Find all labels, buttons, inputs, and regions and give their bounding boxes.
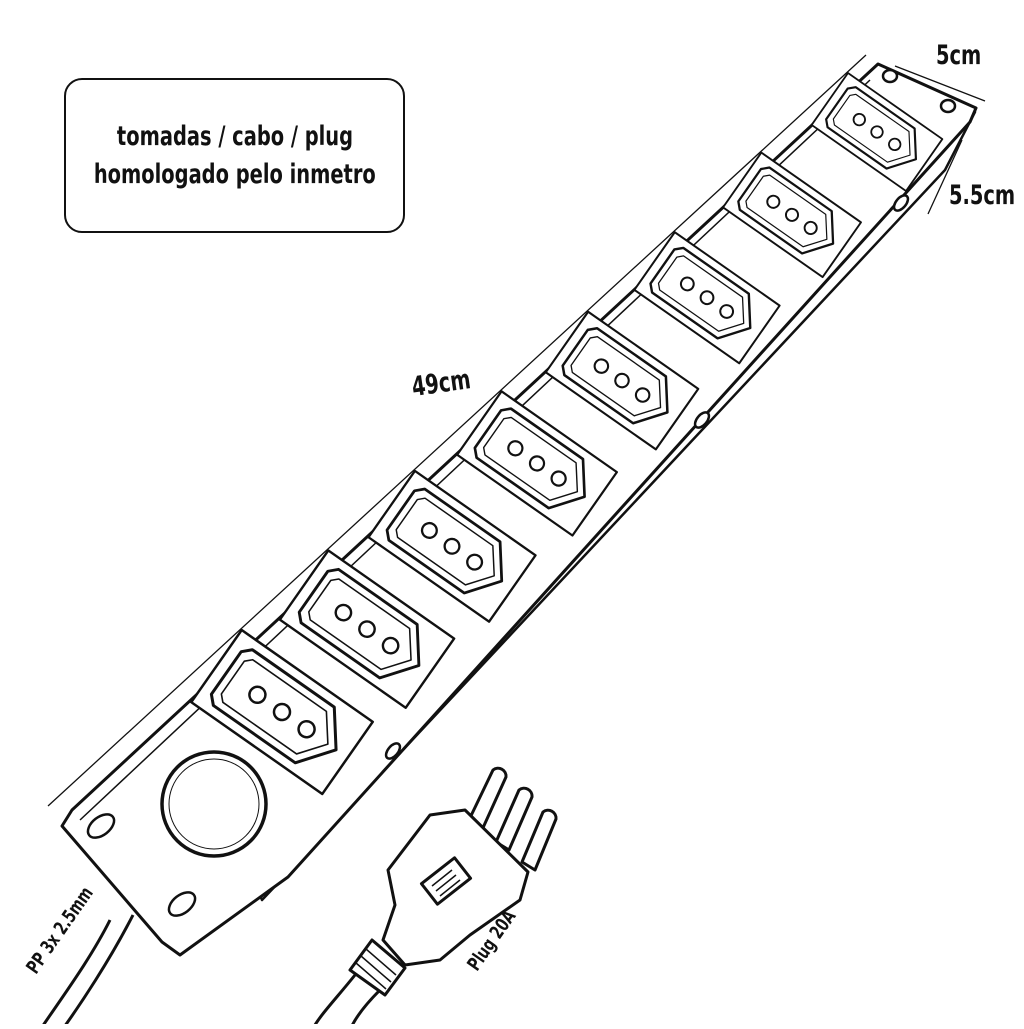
socket-pin-hole — [784, 207, 800, 222]
socket-pin-hole — [466, 553, 484, 571]
length-dimension-line — [47, 54, 867, 807]
power-switch-rim — [168, 758, 260, 850]
info-line-2: homologado pelo inmetro — [93, 158, 376, 190]
socket-pin-hole — [248, 685, 267, 705]
socket-pin-hole — [803, 220, 818, 235]
socket-outlet — [722, 151, 862, 279]
plug-cable-edge — [348, 988, 382, 1029]
height-dimension-line — [927, 139, 963, 215]
socket-recess — [395, 497, 495, 586]
socket-pin-hole — [593, 358, 610, 374]
side-slot — [384, 742, 402, 760]
plug-pins — [466, 766, 558, 872]
socket-recess — [570, 335, 662, 417]
plug-pin — [494, 786, 534, 852]
socket-pin-hole — [443, 537, 461, 555]
mounting-hole-bottom-upper — [86, 813, 116, 839]
socket-pin-hole — [297, 719, 316, 739]
socket-recess — [657, 255, 745, 332]
socket-pin-hole — [334, 603, 353, 622]
certification-info-box: tomadas / cabo / plug homologado pelo in… — [64, 78, 405, 233]
socket-recess — [832, 93, 911, 163]
socket-pin-hole — [679, 276, 695, 292]
socket-pin-hole — [528, 455, 546, 472]
length-dimension-label: 49cm — [410, 363, 473, 403]
socket-outlet — [367, 469, 537, 623]
power-cable — [38, 919, 112, 1029]
mounting-holes — [86, 68, 957, 917]
plug-grip-lines — [431, 869, 461, 897]
socket-recess — [745, 174, 828, 248]
socket-pin-hole — [358, 620, 376, 639]
side-slots — [384, 194, 910, 760]
socket-pin-hole — [507, 440, 524, 457]
socket-recess — [220, 658, 329, 755]
plug-strain-relief-ribs — [355, 948, 397, 990]
plug-pin — [520, 808, 558, 872]
socket-pin-hole — [634, 387, 651, 403]
socket-pin-hole — [420, 521, 438, 539]
socket-outlet — [544, 310, 700, 451]
info-line-1: tomadas / cabo / plug — [116, 120, 353, 152]
power-cable-edge — [60, 914, 135, 1029]
height-dimension-label: 5.5cm — [949, 179, 1015, 211]
plug-pin — [466, 766, 508, 832]
socket-pin-hole — [550, 470, 567, 487]
socket-pin-hole — [888, 137, 902, 152]
socket-outlet — [189, 628, 375, 796]
side-slot — [892, 194, 910, 212]
mounting-hole-bottom-lower — [167, 891, 197, 917]
socket-outlet — [278, 549, 456, 709]
mounting-hole-top-right — [939, 98, 957, 114]
side-slot — [693, 411, 711, 429]
socket-outlet — [633, 231, 781, 365]
socket-pin-hole — [870, 125, 884, 139]
plug-20a — [348, 766, 558, 997]
plug-grip — [419, 856, 473, 906]
width-dimension-line — [894, 65, 986, 102]
mounting-hole-top-left — [881, 68, 899, 84]
socket-pin-hole — [614, 372, 630, 389]
plug-cable — [310, 974, 357, 1029]
socket-recess — [308, 578, 412, 671]
socket-pin-hole — [719, 304, 735, 319]
socket-pin-hole — [381, 636, 400, 655]
socket-pin-hole — [766, 194, 781, 209]
socket-recess — [482, 416, 579, 502]
socket-pin-hole — [699, 290, 715, 306]
power-switch[interactable] — [160, 750, 268, 858]
socket-outlet — [456, 390, 618, 537]
socket-pin-hole — [852, 112, 866, 127]
width-dimension-label: 5cm — [936, 39, 981, 71]
socket-pin-hole — [272, 702, 292, 722]
socket-outlet — [810, 72, 944, 192]
sockets-group — [189, 72, 944, 796]
